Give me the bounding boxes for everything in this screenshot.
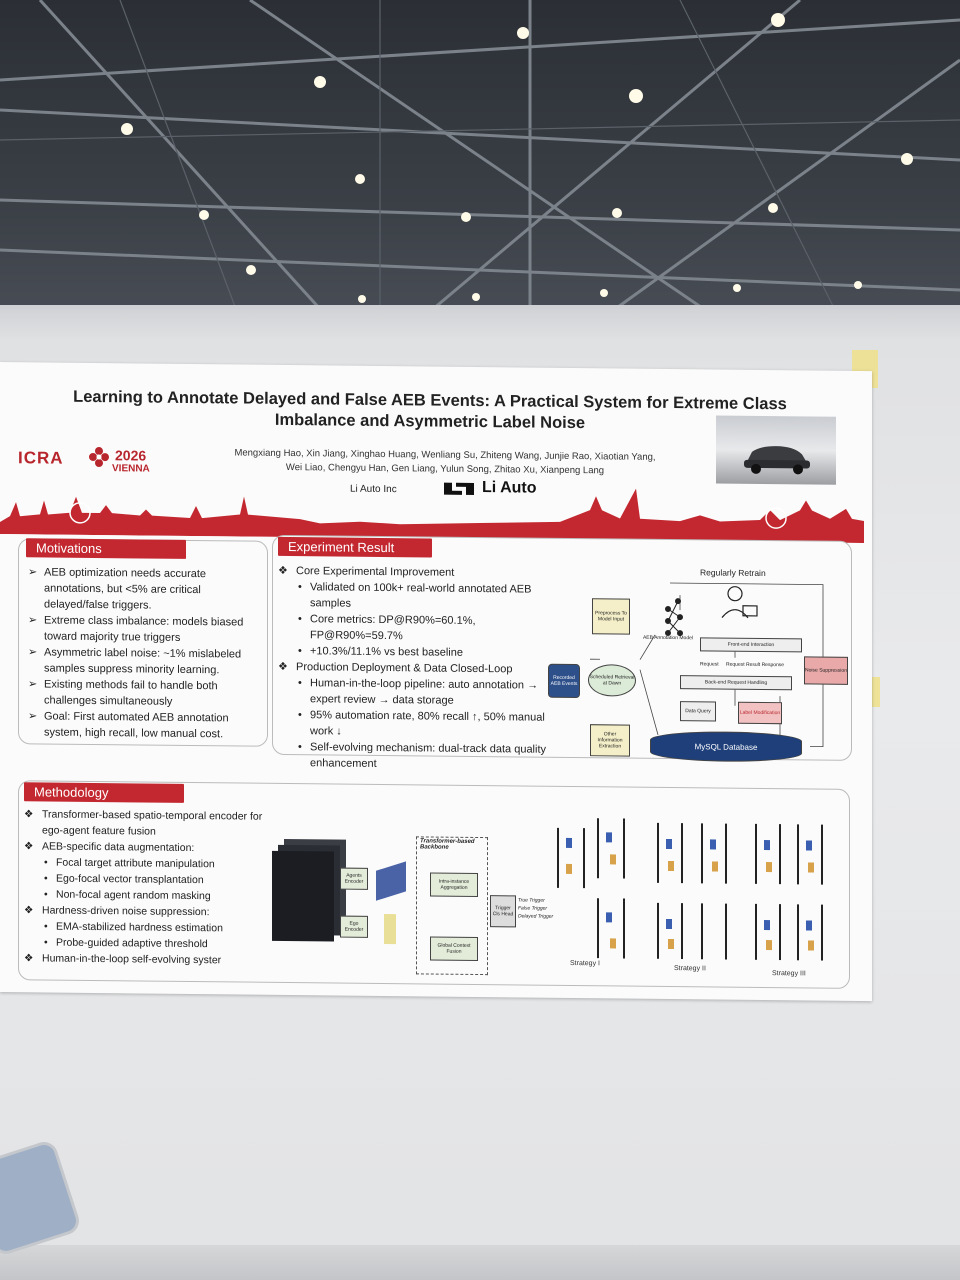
ego-encoder-box: Ego Encoder — [340, 915, 368, 938]
list-item: •Human-in-the-loop pipeline: auto annota… — [298, 677, 539, 707]
experiment-list: ❖Core Experimental Improvement •Validate… — [276, 563, 552, 774]
output-true: True Trigger — [518, 897, 545, 904]
methodology-heading: Methodology — [24, 782, 184, 803]
request-label: Request — [700, 661, 719, 668]
pipeline-diagram: Regularly Retrain Preprocess To Model In… — [0, 362, 872, 763]
list-item: ❖Human-in-the-loop self-evolving syster — [24, 952, 222, 967]
bev-map-stack — [272, 850, 334, 942]
motivations-list: ➢AEB optimization needs accurate annotat… — [24, 564, 264, 743]
pipeline-connectors — [590, 582, 824, 748]
list-item: ➢AEB optimization needs accurate annotat… — [28, 566, 207, 612]
motivations-heading: Motivations — [26, 538, 186, 559]
output-delayed: Delayed Trigger — [518, 913, 554, 920]
authors: Mengxiang Hao, Xin Jiang, Xinghao Huang,… — [205, 446, 685, 479]
intra-aggregation-box: Intra-instance Aggregation — [430, 872, 478, 898]
response-label: Request Result Response — [726, 661, 785, 669]
data-query-box: Data Query — [680, 701, 716, 722]
strategy-illustrations — [557, 818, 823, 961]
label-modification-box: Label Modification — [738, 701, 782, 725]
ego-feature — [384, 914, 396, 945]
list-item: •95% automation rate, 80% recall ↑, 50% … — [298, 709, 545, 738]
list-item: •Validated on 100k+ real-world annotated… — [298, 581, 532, 610]
list-item: •Core metrics: DP@R90%=60.1%, FP@R90%=59… — [298, 613, 476, 643]
noise-suppression-box: Noise Suppression — [804, 656, 848, 685]
poster: Learning to Annotate Delayed and False A… — [0, 362, 872, 1002]
recorded-events-box: Recorded AEB Events — [548, 663, 580, 699]
frontend-box: Front-end Interaction — [700, 637, 802, 653]
floor-edge — [0, 1245, 960, 1280]
backbone-label: Transformer-based Backbone — [420, 838, 475, 851]
vienna-skyline — [0, 488, 864, 544]
icra-logo: ICRA — [18, 448, 64, 468]
preprocess-box: Preprocess To Model Input — [592, 598, 630, 635]
conference-city: VIENNA — [112, 463, 150, 475]
li-auto-logo-icon — [444, 482, 474, 495]
list-item: ➢Extreme class imbalance: models biased … — [28, 614, 244, 644]
venue-ceiling — [0, 0, 960, 330]
strategy-label: Strategy I — [570, 959, 600, 968]
conference-year: 2026 — [115, 447, 147, 464]
trigger-cls-head-box: Trigger Cls Head — [490, 895, 516, 928]
list-item: •Self-evolving mechanism: dual-track dat… — [298, 741, 547, 770]
global-fusion-box: Global Context Fusion — [430, 936, 478, 962]
strategy-label: Strategy II — [674, 965, 706, 973]
experiment-heading: Experiment Result — [278, 536, 432, 558]
model-label: AEB Annotation Model — [642, 634, 694, 642]
backend-box: Back-end Request Handling — [680, 675, 792, 691]
agents-encoder-box: Agents Encoder — [340, 867, 368, 890]
poster-title: Learning to Annotate Delayed and False A… — [73, 387, 787, 433]
other-extraction-box: Other Information Extraction — [590, 724, 630, 757]
vienna-flower-logo-icon — [89, 447, 109, 468]
poster-board-frame — [0, 305, 960, 339]
list-item: ❖Transformer-based spatio-temporal encod… — [24, 808, 263, 838]
list-item: ➢Goal: First automated AEB annotation sy… — [28, 710, 229, 741]
output-false: False Trigger — [518, 905, 548, 912]
list-item: ➢Existing methods fail to handle both ch… — [28, 678, 218, 708]
architecture-diagram: Agents Encoder Ego Encoder Transformer-b… — [0, 362, 872, 977]
retrain-label: Regularly Retrain — [700, 567, 766, 579]
list-item: ➢Asymmetric label noise: ~1% mislabeled … — [28, 646, 242, 677]
ceiling-truss — [0, 0, 960, 322]
scheduled-retrieval-box: Scheduled Retrieval at Dawn — [588, 664, 636, 697]
methodology-list: ❖Transformer-based spatio-temporal encod… — [22, 806, 272, 969]
strategy-label: Strategy III — [772, 970, 806, 978]
mysql-database-box: MySQL Database — [650, 730, 802, 763]
car-photo — [716, 415, 836, 485]
